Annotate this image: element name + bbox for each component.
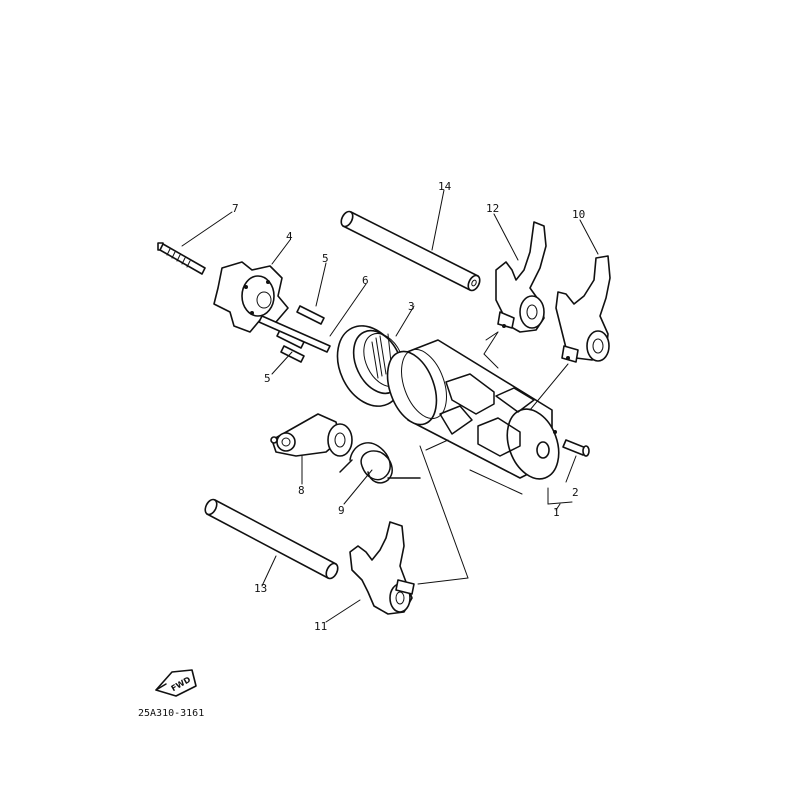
bolt [157, 242, 206, 275]
callout-1: 1 [553, 506, 560, 519]
shift-fork-shaft-upper [340, 210, 481, 292]
callout-14: 14 [438, 180, 452, 193]
callout-7: 7 [232, 202, 239, 215]
callout-labels: 1 2 3 4 5 5 6 7 8 9 10 11 12 13 14 [232, 180, 585, 633]
callout-5a: 5 [322, 252, 329, 265]
segment [213, 261, 289, 333]
callout-10: 10 [572, 208, 585, 221]
dowel-pins [276, 305, 325, 363]
torsion-spring [339, 442, 421, 484]
callout-13: 13 [254, 582, 267, 595]
shift-cam [386, 339, 560, 495]
callout-6: 6 [362, 274, 369, 287]
diagram-code: 25A310-3161 [138, 708, 204, 719]
shift-fork-10 [555, 255, 611, 363]
shift-fork-12 [495, 221, 547, 333]
cam-pin [562, 439, 590, 457]
shift-fork-shaft-lower [204, 498, 339, 580]
callout-9: 9 [338, 504, 345, 517]
callout-5b: 5 [264, 372, 271, 385]
shift-fork-11 [349, 521, 415, 615]
callout-3: 3 [408, 300, 415, 313]
fwd-direction-marker: FWD [155, 669, 197, 697]
pin [258, 315, 331, 353]
callout-12: 12 [486, 202, 499, 215]
callout-11: 11 [314, 620, 327, 633]
callout-4: 4 [286, 230, 293, 243]
stopper-lever [270, 413, 353, 457]
callout-8: 8 [298, 484, 305, 497]
callout-2: 2 [572, 486, 579, 499]
leader-lines [181, 189, 599, 623]
